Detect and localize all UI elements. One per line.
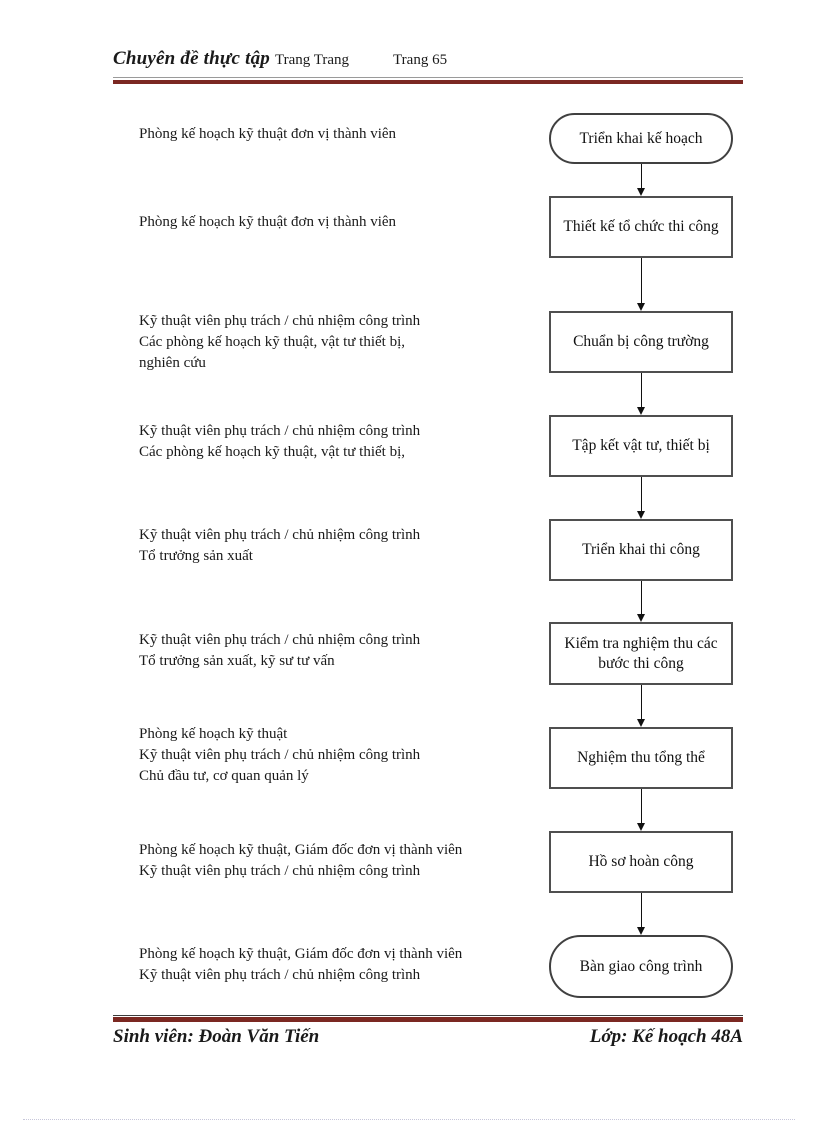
flow-label-5: Kỹ thuật viên phụ trách / chủ nhiệm công… xyxy=(139,527,421,564)
page-footer: Sinh viên: Đoàn Văn Tiến Lớp: Kế hoạch 4… xyxy=(113,1026,743,1048)
bottom-dotted-rule xyxy=(23,1119,795,1120)
flow-node-5: Triển khai thi công xyxy=(549,519,733,581)
flow-node-2: Thiết kế tổ chức thi công xyxy=(549,196,733,258)
flow-arrow-icon xyxy=(637,581,646,622)
flow-label-2: Phòng kế hoạch kỹ thuật đơn vị thành viê… xyxy=(139,214,397,230)
flow-node-4: Tập kết vật tư, thiết bị xyxy=(549,415,733,477)
footer-rule xyxy=(113,1015,743,1022)
flow-label-3: Kỹ thuật viên phụ trách / chủ nhiệm công… xyxy=(139,313,421,371)
page-header: Chuyên đề thực tập Trang Trang Trang 65 xyxy=(113,48,447,70)
flow-label-4: Kỹ thuật viên phụ trách / chủ nhiệm công… xyxy=(139,423,421,460)
flow-arrow-icon xyxy=(637,164,646,196)
flow-node-7: Nghiệm thu tổng thể xyxy=(549,727,733,789)
flow-label-1: Phòng kế hoạch kỹ thuật đơn vị thành viê… xyxy=(139,126,397,142)
flow-node-end: Bàn giao công trình xyxy=(549,935,733,998)
header-title: Chuyên đề thực tập xyxy=(113,48,270,69)
flow-arrow-icon xyxy=(637,685,646,727)
header-rule xyxy=(113,77,743,84)
flow-arrow-icon xyxy=(637,477,646,519)
flow-arrow-icon xyxy=(637,373,646,415)
flow-arrow-icon xyxy=(637,893,646,935)
flow-label-9: Phòng kế hoạch kỹ thuật, Giám đốc đơn vị… xyxy=(139,946,463,983)
flow-node-8: Hồ sơ hoàn công xyxy=(549,831,733,893)
header-author: Trang Trang xyxy=(274,52,350,68)
flow-node-3: Chuẩn bị công trường xyxy=(549,311,733,373)
flow-node-6: Kiểm tra nghiệm thu các bước thi công xyxy=(549,622,733,685)
header-page-number: Trang 65 xyxy=(393,52,448,68)
flow-label-6: Kỹ thuật viên phụ trách / chủ nhiệm công… xyxy=(139,632,421,669)
flow-label-7: Phòng kế hoạch kỹ thuật Kỹ thuật viên ph… xyxy=(139,726,421,784)
flow-label-8: Phòng kế hoạch kỹ thuật, Giám đốc đơn vị… xyxy=(139,842,463,879)
flow-arrow-icon xyxy=(637,789,646,831)
footer-class: Lớp: Kế hoạch 48A xyxy=(589,1026,743,1047)
footer-student: Sinh viên: Đoàn Văn Tiến xyxy=(113,1026,320,1047)
flow-arrow-icon xyxy=(637,258,646,311)
flow-node-start: Triển khai kế hoạch xyxy=(549,113,733,164)
